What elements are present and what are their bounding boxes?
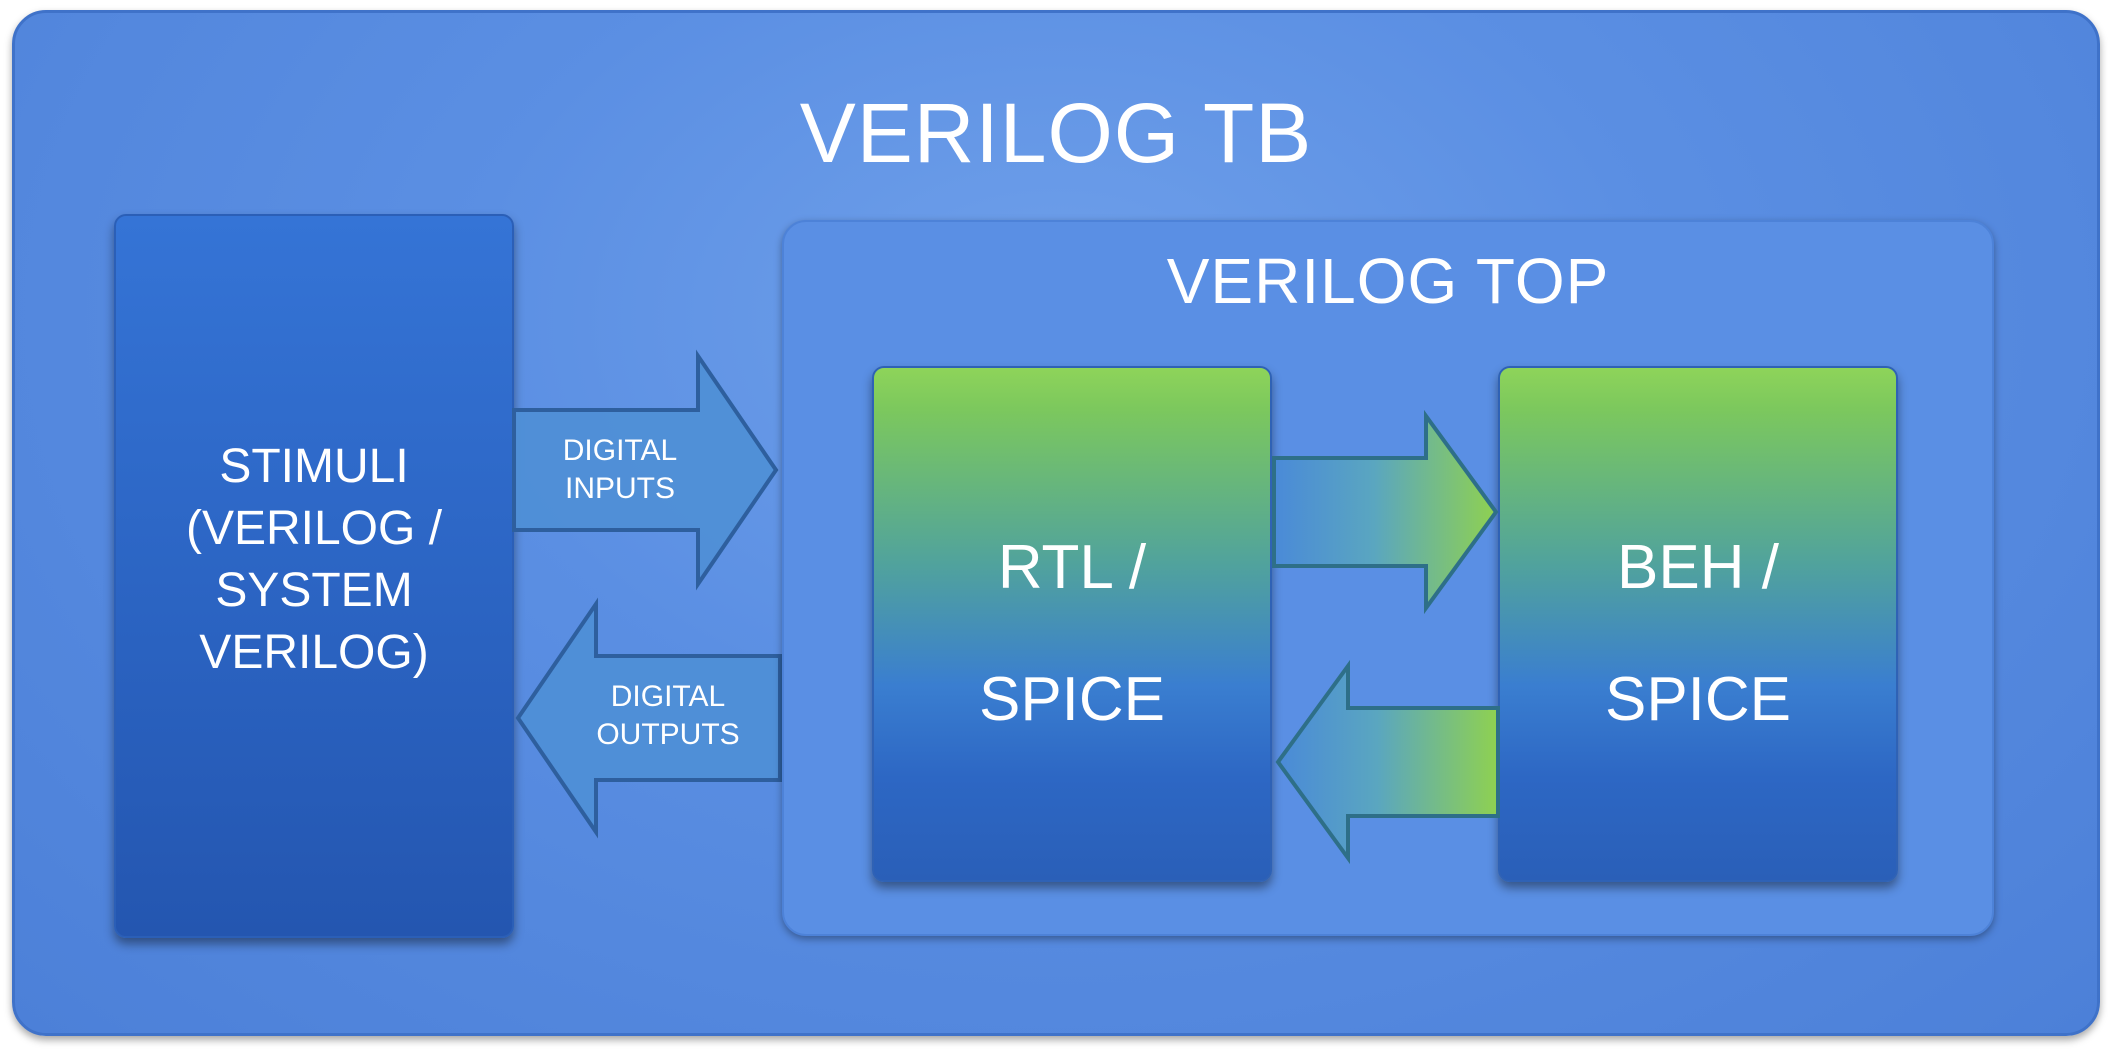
verilog-tb-title: VERILOG TB <box>799 86 1313 180</box>
digital-inputs-label-line: INPUTS <box>564 472 675 505</box>
verilog-top-title: VERILOG TOP <box>1166 245 1610 317</box>
stimuli-label-line: STIMULI <box>219 440 409 493</box>
digital-outputs-arrow <box>515 597 782 839</box>
digital-outputs-label: DIGITAL OUTPUTS <box>578 678 758 754</box>
digital-outputs-label-line: OUTPUTS <box>596 718 740 751</box>
stimuli-label-line: VERILOG) <box>199 626 429 679</box>
beh-spice-label: SPICE <box>1604 665 1792 734</box>
beh-to-rtl-arrow <box>1275 659 1500 865</box>
digital-outputs-label-line: DIGITAL <box>610 680 726 713</box>
stimuli-label: STIMULI (VERILOG / SYSTEM VERILOG) <box>116 436 512 684</box>
rtl-to-beh-arrow <box>1272 409 1499 615</box>
rtl-spice-label: SPICE <box>978 665 1166 734</box>
beh-label: BEH / <box>1617 533 1779 602</box>
digital-inputs-arrow <box>512 349 779 591</box>
rtl-label: RTL / <box>997 533 1147 602</box>
stimuli-block: STIMULI (VERILOG / SYSTEM VERILOG) <box>114 214 514 938</box>
stimuli-label-line: SYSTEM <box>215 564 413 617</box>
rtl-spice-block: RTL / SPICE <box>872 366 1272 882</box>
digital-inputs-label: DIGITAL INPUTS <box>530 432 710 508</box>
stimuli-label-line: (VERILOG / <box>185 502 443 555</box>
beh-spice-block: BEH / SPICE <box>1498 366 1898 882</box>
digital-inputs-label-line: DIGITAL <box>562 434 678 467</box>
